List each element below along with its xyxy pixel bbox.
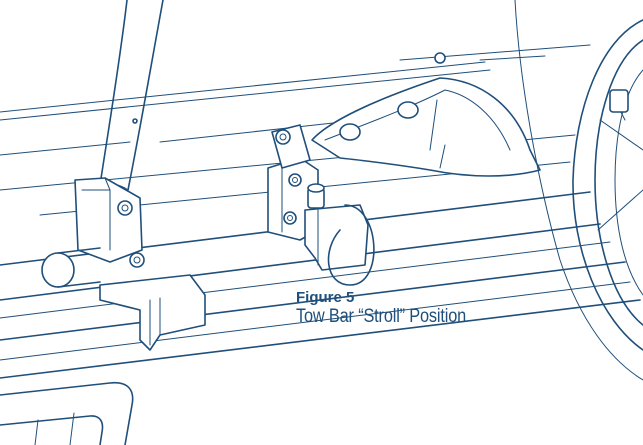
handle-tube [97, 0, 164, 191]
wheel [572, 19, 643, 351]
figure-number: Figure 5 [296, 289, 355, 306]
lower-tube-loop [0, 381, 134, 445]
left-clamp [99, 274, 206, 351]
figure-title: Tow Bar “Stroll” Position [296, 306, 467, 327]
trailer-outline [514, 0, 643, 381]
center-clamp [304, 183, 375, 286]
tray-foot [311, 52, 541, 177]
left-hinge-bracket [41, 177, 145, 288]
figure-caption: Figure 5 Tow Bar “Stroll” Position [296, 289, 494, 327]
